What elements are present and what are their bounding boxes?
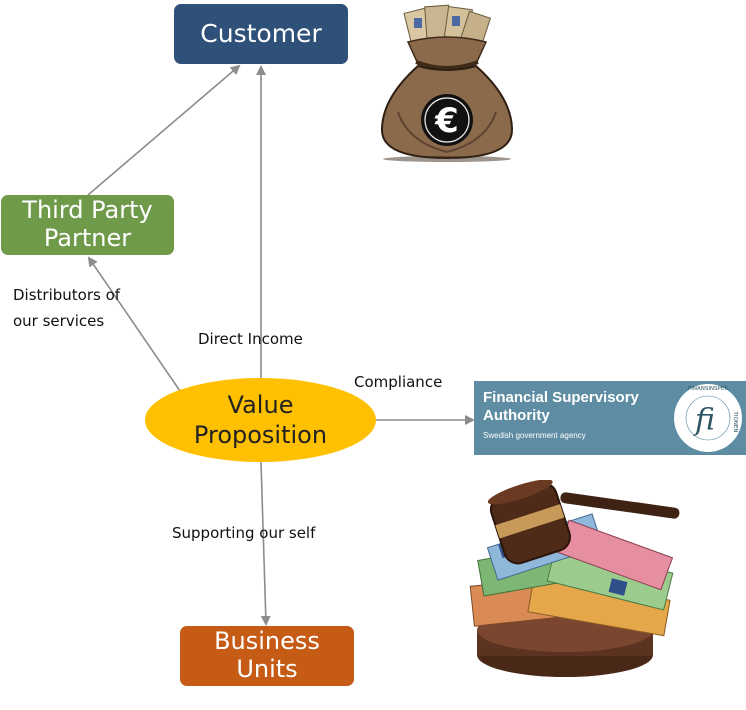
fsa-title: Financial Supervisory Authority [483, 389, 668, 425]
edge-label-compliance: Compliance [354, 373, 443, 391]
third-party-label-line2: Partner [43, 224, 132, 252]
fsa-title-line1: Financial Supervisory [483, 389, 639, 406]
third-party-partner-node: Third Party Partner [1, 195, 174, 255]
value-proposition-node: Value Proposition [145, 378, 376, 462]
business-units-node: Business Units [180, 626, 354, 686]
fsa-title-line2: Authority [483, 407, 550, 424]
logo-mark: fi [693, 403, 715, 438]
customer-node: Customer [174, 4, 348, 64]
edge-label-direct-income: Direct Income [198, 330, 303, 348]
customer-label: Customer [200, 18, 322, 48]
third-party-label-line1: Third Party [22, 196, 153, 225]
logo-ring-text-side: TIONEN [732, 410, 738, 432]
finansinspektionen-logo-icon: FINANSINSPEK TIONEN fi [674, 384, 742, 452]
distributors-line1: Distributors of [13, 286, 121, 304]
distributors-line2: our services [13, 312, 105, 331]
fsa-subtitle: Swedish government agency [483, 431, 586, 440]
arrow-third-party-to-customer [87, 64, 241, 196]
arrow-value-to-business-units [260, 461, 271, 626]
business-units-label-line1: Business [214, 627, 320, 656]
business-units-label-line2: Units [236, 655, 298, 683]
edge-label-distributors: Distributors of our services [13, 282, 120, 335]
euro-symbol: € [434, 101, 459, 141]
edge-label-supporting: Supporting our self [172, 524, 316, 542]
gavel-with-banknotes-icon [469, 480, 680, 677]
money-bag-icon: € [380, 4, 514, 162]
value-proposition-label-line2: Proposition [193, 421, 328, 449]
logo-ring-text-top: FINANSINSPEK [688, 386, 728, 392]
fsa-banner: Financial Supervisory Authority Swedish … [474, 381, 746, 455]
arrow-value-to-third-party [87, 256, 181, 392]
value-proposition-label-line1: Value [227, 391, 294, 419]
